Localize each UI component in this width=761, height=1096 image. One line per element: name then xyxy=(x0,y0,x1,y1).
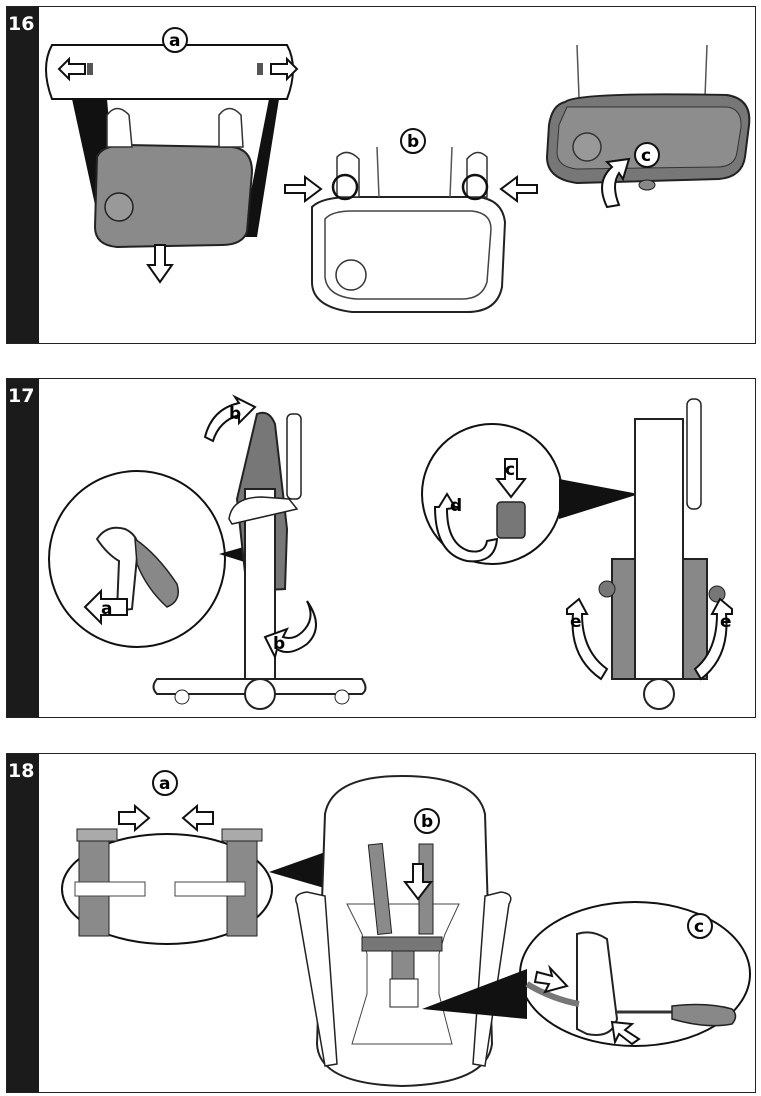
step-18-illustration: a b c xyxy=(61,770,751,1088)
step-number: 17 xyxy=(8,385,35,407)
step-number: 18 xyxy=(8,760,35,782)
step-17-panel: 17 a b b xyxy=(6,378,756,718)
chair-front-view xyxy=(566,398,733,710)
latch-detail-circle xyxy=(421,423,639,565)
callout-b: b xyxy=(421,812,433,832)
callout-b: b xyxy=(407,132,419,152)
seat-front-view xyxy=(295,774,512,1088)
tray-flip-illustration xyxy=(545,44,751,209)
step-sidebar xyxy=(7,379,39,717)
step-17-illustration: a b b c d xyxy=(48,394,733,710)
callout-c: c xyxy=(694,917,704,937)
callout-b-second: b xyxy=(273,634,285,654)
tray-release-illustration xyxy=(45,44,299,284)
chair-side-view xyxy=(152,394,367,710)
step-16-illustration: a b c xyxy=(45,27,751,313)
step-sidebar xyxy=(7,7,39,343)
callout-a: a xyxy=(101,599,112,619)
callout-b: b xyxy=(229,404,241,424)
tray-outline-illustration xyxy=(284,146,538,313)
step-sidebar xyxy=(7,754,39,1092)
callout-a: a xyxy=(169,31,180,51)
step-number: 16 xyxy=(8,13,35,35)
callout-c: c xyxy=(641,146,651,166)
callout-e-second: e xyxy=(720,612,732,632)
callout-c: c xyxy=(505,460,515,480)
buckle-removal-detail xyxy=(422,901,751,1047)
callout-a: a xyxy=(159,774,170,794)
callout-e: e xyxy=(570,612,582,632)
callout-d: d xyxy=(450,496,462,516)
step-16-panel: 16 a xyxy=(6,6,756,344)
step-18-panel: 18 a b xyxy=(6,753,756,1093)
